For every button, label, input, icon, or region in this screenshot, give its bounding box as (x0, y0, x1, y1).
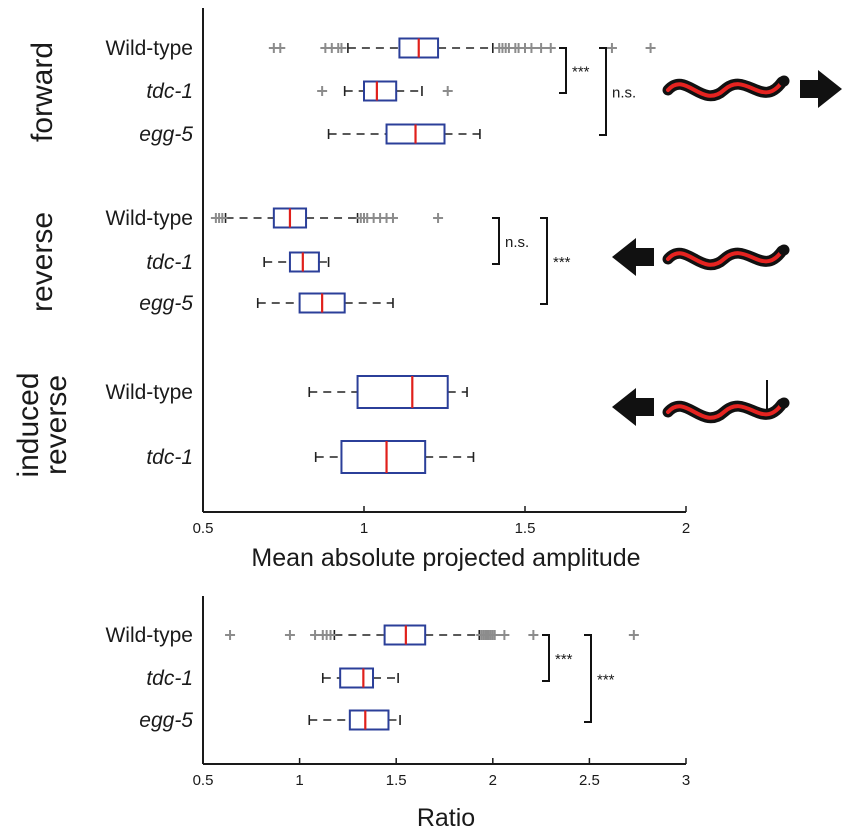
x-tick-label: 2 (489, 772, 497, 789)
bottom-group-labels: Wild-type tdc-1 egg-5 (105, 624, 193, 732)
outlier-point (526, 43, 537, 53)
group-label: Wild-type (105, 207, 193, 230)
outlier-point (275, 43, 286, 53)
top-boxplots (210, 37, 656, 474)
outlier-point (499, 630, 510, 640)
iqr-box (288, 251, 320, 273)
outlier-point (317, 86, 328, 96)
x-tick-label: 2 (682, 520, 690, 537)
iqr-box (356, 375, 449, 409)
outlier-point (628, 630, 639, 640)
group-label: egg-5 (139, 709, 193, 732)
outlier-point (387, 213, 398, 223)
bottom-x-axis-title: Ratio (417, 804, 475, 832)
significance-bracket (492, 217, 500, 265)
top-x-ticks: 0.5 1 1.5 2 (193, 506, 690, 537)
significance-bracket (584, 634, 592, 723)
significance-label: *** (597, 672, 615, 689)
iqr-box (339, 667, 375, 689)
iqr-box (348, 709, 390, 731)
worm-icon (668, 398, 790, 418)
x-tick-label: 1.5 (386, 772, 407, 789)
outlier-point (645, 43, 656, 53)
group-label: Wild-type (105, 381, 193, 404)
bottom-x-ticks: 0.5 1 1.5 2 2.5 3 (193, 758, 690, 789)
group-label: egg-5 (139, 292, 193, 315)
x-tick-label: 1 (360, 520, 368, 537)
section-label-forward: forward (26, 42, 59, 142)
significance-label: *** (555, 651, 573, 668)
significance-label: n.s. (505, 234, 529, 251)
significance-bracket (540, 217, 548, 305)
significance-label: *** (572, 64, 590, 81)
x-tick-label: 2.5 (579, 772, 600, 789)
x-tick-label: 0.5 (193, 772, 214, 789)
group-label: Wild-type (105, 624, 193, 647)
outlier-point (528, 630, 539, 640)
iqr-box (340, 440, 427, 474)
worm-icon (668, 245, 790, 265)
bottom-panel: 0.5 1 1.5 2 2.5 3 Wild-type tdc-1 egg-5 ****** … (105, 596, 690, 832)
outlier-point (217, 213, 228, 223)
significance-label: n.s. (612, 85, 636, 102)
bottom-significance: *** *** (542, 634, 615, 723)
outlier-point (336, 43, 347, 53)
significance-bracket (542, 634, 550, 682)
top-group-labels: Wild-typetdc-1egg-5Wild-typetdc-1egg-5Wi… (105, 37, 193, 469)
outlier-point (536, 43, 547, 53)
outlier-point (325, 630, 336, 640)
group-label: tdc-1 (146, 667, 193, 690)
outlier-point (442, 86, 453, 96)
arrow-left-icon (612, 388, 654, 426)
worm-icon (668, 76, 790, 96)
x-tick-label: 1 (295, 772, 303, 789)
outlier-point (284, 630, 295, 640)
outlier-point (225, 630, 236, 640)
arrow-right-icon (800, 70, 842, 108)
top-x-axis-title: Mean absolute projected amplitude (251, 544, 640, 572)
iqr-box (363, 80, 398, 102)
significance-label: *** (553, 254, 571, 271)
outlier-point (489, 630, 500, 640)
top-significance: *** n.s. n.s. *** (492, 47, 636, 305)
x-tick-label: 3 (682, 772, 690, 789)
significance-bracket (559, 47, 567, 94)
bottom-boxplots (225, 624, 639, 731)
outlier-point (433, 213, 444, 223)
outlier-point (545, 43, 556, 53)
section-label-induced: induced (12, 372, 45, 477)
group-label: egg-5 (139, 123, 193, 146)
group-label: tdc-1 (146, 446, 193, 469)
arrow-left-icon (612, 238, 654, 276)
outlier-point (606, 43, 617, 53)
section-label-reverse: reverse (26, 212, 59, 312)
x-tick-label: 0.5 (193, 520, 214, 537)
group-label: tdc-1 (146, 80, 193, 103)
significance-bracket (599, 47, 607, 136)
section-label-induced-reverse: reverse (40, 375, 73, 475)
x-tick-label: 1.5 (515, 520, 536, 537)
group-label: Wild-type (105, 37, 193, 60)
group-label: tdc-1 (146, 251, 193, 274)
